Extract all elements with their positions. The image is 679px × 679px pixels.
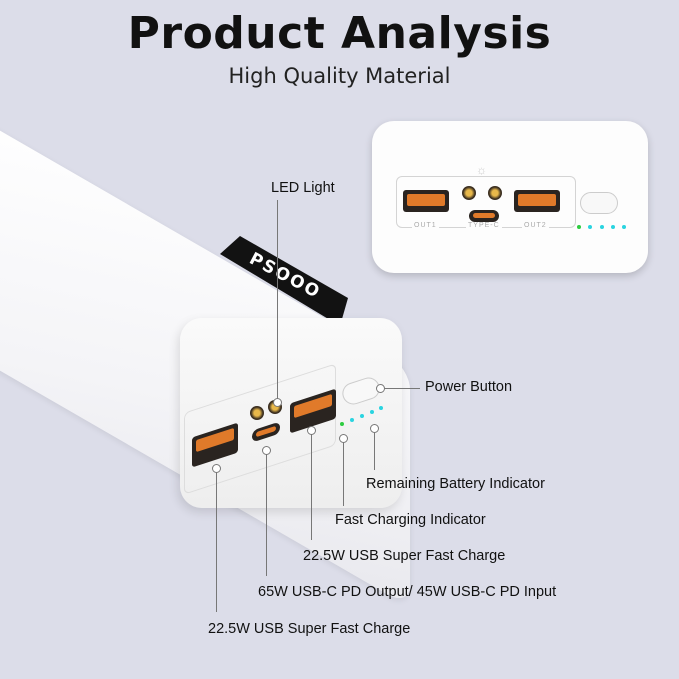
battery-led-4 bbox=[379, 406, 383, 410]
leader-dot-led-light bbox=[273, 398, 282, 407]
leader-dot-power-button bbox=[376, 384, 385, 393]
inset-label-out2: OUT2 bbox=[522, 222, 549, 229]
inset-battery-led-2 bbox=[600, 225, 604, 229]
battery-led-2 bbox=[360, 414, 364, 418]
callout-usb-c: 65W USB-C PD Output/ 45W USB-C PD Input bbox=[258, 584, 557, 600]
leader-usb-c bbox=[266, 452, 267, 576]
leader-dot-usb-c bbox=[262, 446, 271, 455]
leader-fast-charging bbox=[343, 440, 344, 506]
callout-fast-charging: Fast Charging Indicator bbox=[335, 512, 486, 528]
front-view-inset: OUT1 TYPE-C OUT2 ☼ bbox=[372, 121, 648, 273]
inset-usb-port-out2 bbox=[514, 190, 560, 212]
callout-usb-out1: 22.5W USB Super Fast Charge bbox=[208, 621, 411, 637]
inset-usb-c-port bbox=[469, 210, 499, 222]
leader-usb-out1 bbox=[216, 470, 217, 612]
leader-remaining-battery bbox=[374, 430, 375, 470]
leader-dot-fast-charging bbox=[339, 434, 348, 443]
callout-remaining-battery: Remaining Battery Indicator bbox=[366, 476, 545, 492]
callout-power-button: Power Button bbox=[425, 379, 513, 395]
inset-led-light-icon: ☼ bbox=[476, 163, 487, 177]
inset-label-out1: OUT1 bbox=[412, 222, 439, 229]
inset-battery-led-4 bbox=[622, 225, 626, 229]
callout-led-light: LED Light bbox=[271, 180, 335, 196]
fast-charge-led bbox=[340, 422, 344, 426]
inset-fast-charge-led bbox=[577, 225, 581, 229]
leader-dot-usb-out1 bbox=[212, 464, 221, 473]
inset-led-right bbox=[488, 186, 502, 200]
leader-usb-out2 bbox=[311, 432, 312, 540]
page-subtitle: High Quality Material bbox=[228, 64, 451, 88]
inset-label-type-c: TYPE-C bbox=[466, 222, 502, 229]
inset-battery-led-3 bbox=[611, 225, 615, 229]
battery-led-1 bbox=[350, 418, 354, 422]
callout-usb-out2: 22.5W USB Super Fast Charge bbox=[303, 548, 506, 564]
inset-power-button[interactable] bbox=[580, 192, 618, 214]
power-bank-front-face bbox=[180, 318, 402, 508]
leader-dot-remaining-battery bbox=[370, 424, 379, 433]
inset-battery-led-1 bbox=[588, 225, 592, 229]
inset-led-left bbox=[462, 186, 476, 200]
leader-led-light bbox=[277, 200, 278, 400]
page-title: Product Analysis bbox=[127, 8, 552, 59]
battery-led-3 bbox=[370, 410, 374, 414]
led-light-left bbox=[250, 406, 264, 420]
leader-dot-usb-out2 bbox=[307, 426, 316, 435]
leader-power-button bbox=[382, 388, 420, 389]
inset-usb-port-out1 bbox=[403, 190, 449, 212]
